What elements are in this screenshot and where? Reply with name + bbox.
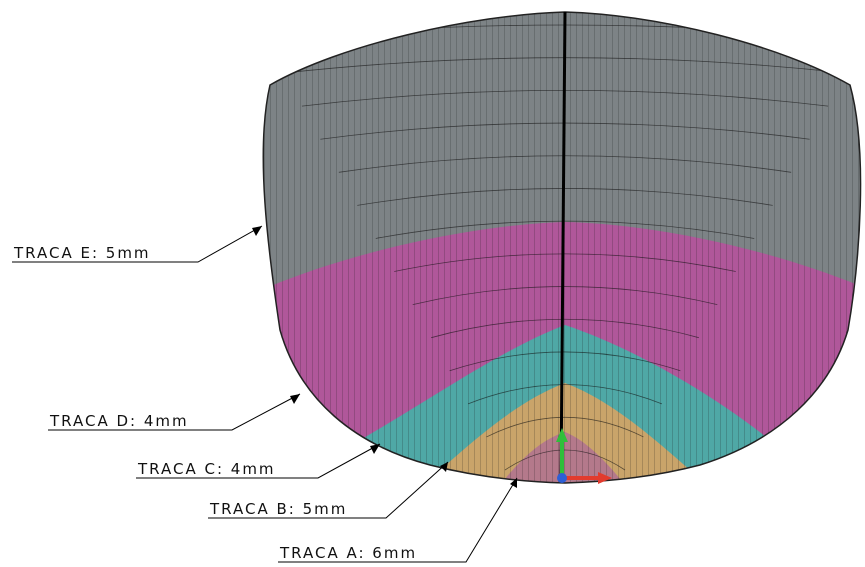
arrowhead-traca-e-icon <box>252 226 262 236</box>
hull-outline <box>262 11 862 484</box>
mesh-curve <box>412 286 718 306</box>
leader-traca-a <box>278 477 518 563</box>
hull-surface <box>263 12 861 483</box>
leader-traca-b <box>208 461 449 519</box>
mesh-curve <box>467 384 663 405</box>
arrowhead-traca-b-icon <box>440 462 448 472</box>
mesh-curve <box>375 220 755 239</box>
mesh-curve <box>504 449 626 471</box>
label-traca-d: TRACA D: 4mm <box>49 412 189 430</box>
x-axis-arrowhead-icon <box>598 472 612 484</box>
mesh-hatch <box>263 12 861 483</box>
arrowhead-traca-d-icon <box>290 394 300 404</box>
arrowhead-traca-c-icon <box>370 444 380 454</box>
mesh-curve <box>357 188 773 206</box>
mesh-curve <box>449 351 681 372</box>
mesh-curve <box>486 416 644 438</box>
z-axis-icon <box>557 473 567 483</box>
arrowhead-traca-a-icon <box>510 478 517 488</box>
keel-centerline <box>559 11 567 479</box>
label-traca-a: TRACA A: 6mm <box>279 544 417 562</box>
label-traca-b: TRACA B: 5mm <box>209 500 347 518</box>
mesh-curve <box>394 253 736 272</box>
label-traca-c: TRACA C: 4mm <box>137 460 276 478</box>
leader-traca-e <box>12 225 263 263</box>
leader-traca-c <box>136 443 381 479</box>
ucs-axis-icon <box>556 428 612 484</box>
leader-traca-d <box>48 393 301 431</box>
label-traca-e: TRACA E: 5mm <box>13 244 151 262</box>
y-axis-arrowhead-icon <box>556 428 568 442</box>
mesh-curve <box>431 318 699 339</box>
